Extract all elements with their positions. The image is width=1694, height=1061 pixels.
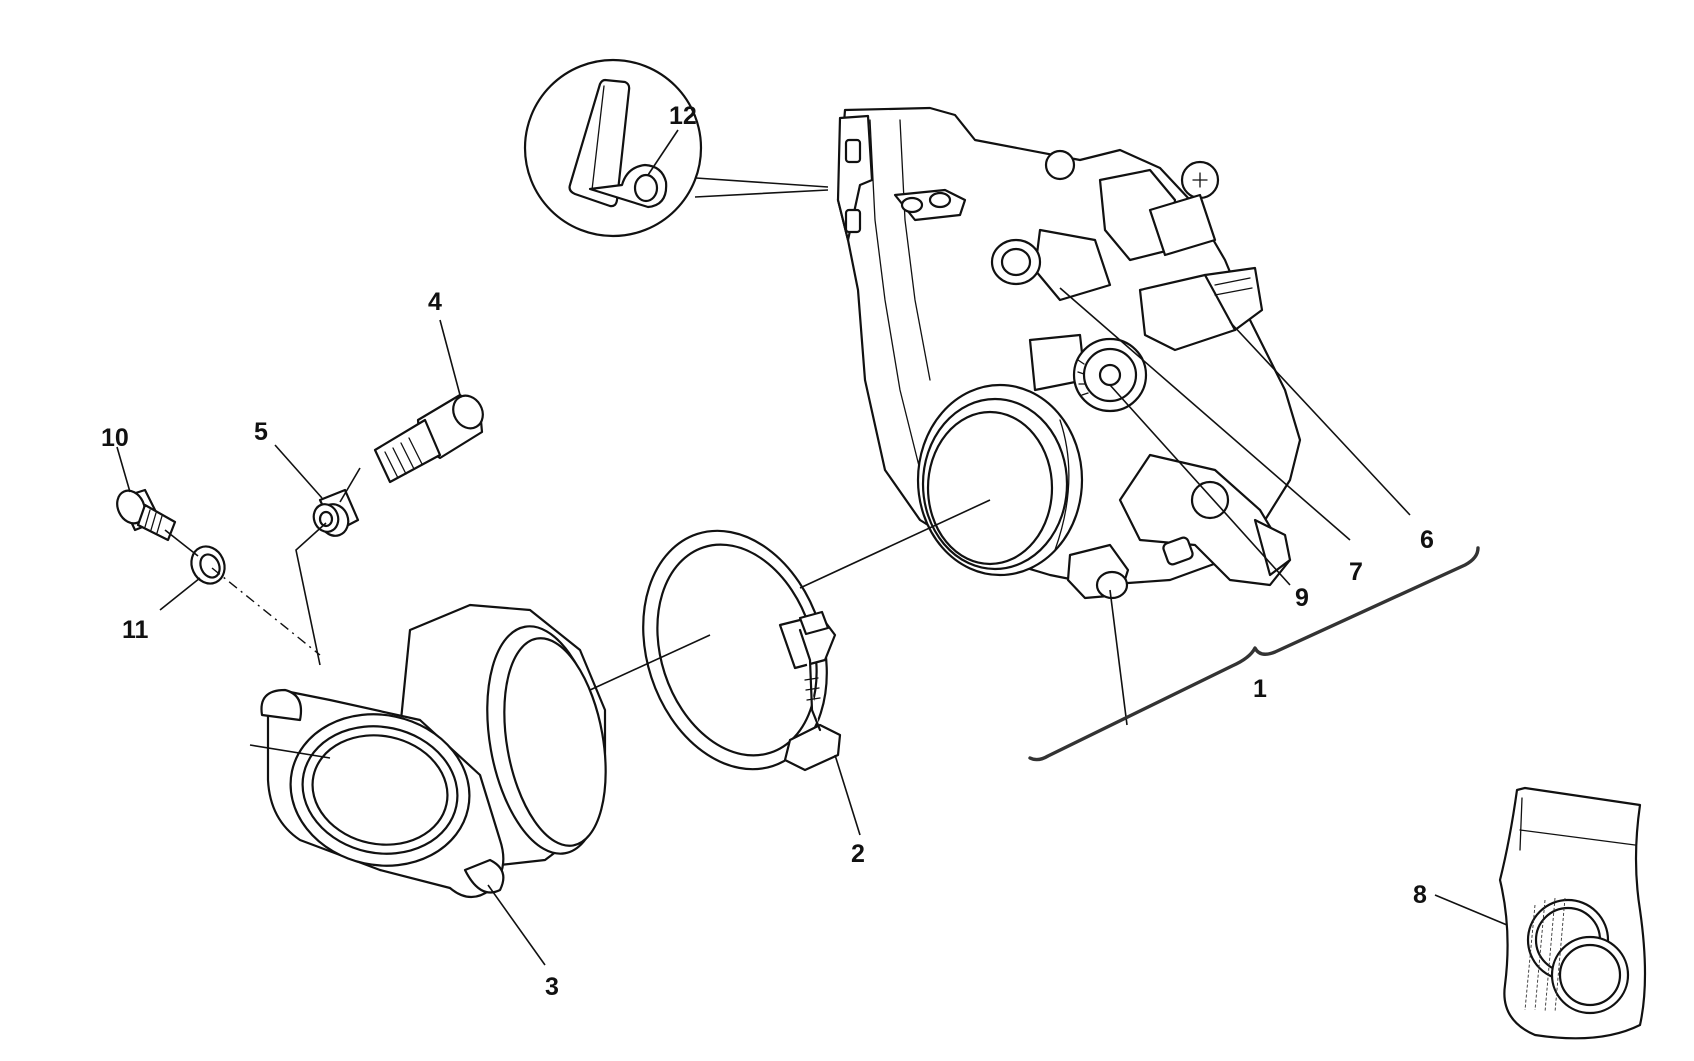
leader-11 [159,577,201,611]
axis-manifold-left [249,744,331,759]
callout-leaders [116,129,1508,966]
bracket-clip-part [568,78,668,209]
detail-callout-12 [523,58,829,238]
throttle-body-assembly [836,106,1302,600]
assembly-1-bracket [1028,546,1480,762]
throttle-bore [916,383,1084,577]
leader-6 [1229,321,1411,516]
callout-10: 10 [101,424,129,452]
socket-head-screw-part [373,393,484,484]
throttle-pulley [1028,333,1148,413]
throttle-position-sensor-part [1118,453,1292,587]
axis-washer-dashed [211,567,321,656]
assembly-axis-lines [164,467,991,759]
callout-7: 7 [1349,558,1363,586]
flange-screw-part [116,488,177,542]
leader-3 [487,884,546,966]
leader-2 [834,754,861,836]
callout-9: 9 [1295,584,1309,612]
leader-8 [1434,894,1508,926]
leader-5 [274,444,323,499]
spacer-bushing-part [312,488,360,537]
washer-part [190,545,226,585]
o-ring-kit-part [1498,786,1647,1040]
callout-3: 3 [545,973,559,1001]
callout-5: 5 [254,418,268,446]
callout-11: 11 [122,616,149,644]
axis-screw10-to-washer [164,529,199,557]
leader-9 [1109,384,1291,586]
hose-clamp-part [642,529,842,772]
leader-10 [116,446,131,493]
axis-screw-to-spacer [339,467,361,503]
callout-2: 2 [851,840,865,868]
callout-4: 4 [428,288,442,316]
callout-1: 1 [1253,675,1267,703]
leader-4 [439,319,461,396]
clip-hole [633,173,659,203]
callout-6: 6 [1420,526,1434,554]
axis-spacer-to-manifold [295,522,327,666]
leader-7 [1059,287,1351,541]
sensor-connector-part [1138,266,1264,352]
axis-bore-to-clamp [799,499,991,589]
axis-clamp-to-manifold [589,634,711,691]
detail-connector [694,177,829,198]
callout-8: 8 [1413,881,1427,909]
intake-manifold-part [260,603,607,899]
callout-labels: 1 2 3 4 5 6 7 8 9 10 11 12 [101,102,1434,1001]
callout-12: 12 [669,102,697,130]
leader-1 [1109,589,1128,726]
leader-12 [647,129,679,176]
